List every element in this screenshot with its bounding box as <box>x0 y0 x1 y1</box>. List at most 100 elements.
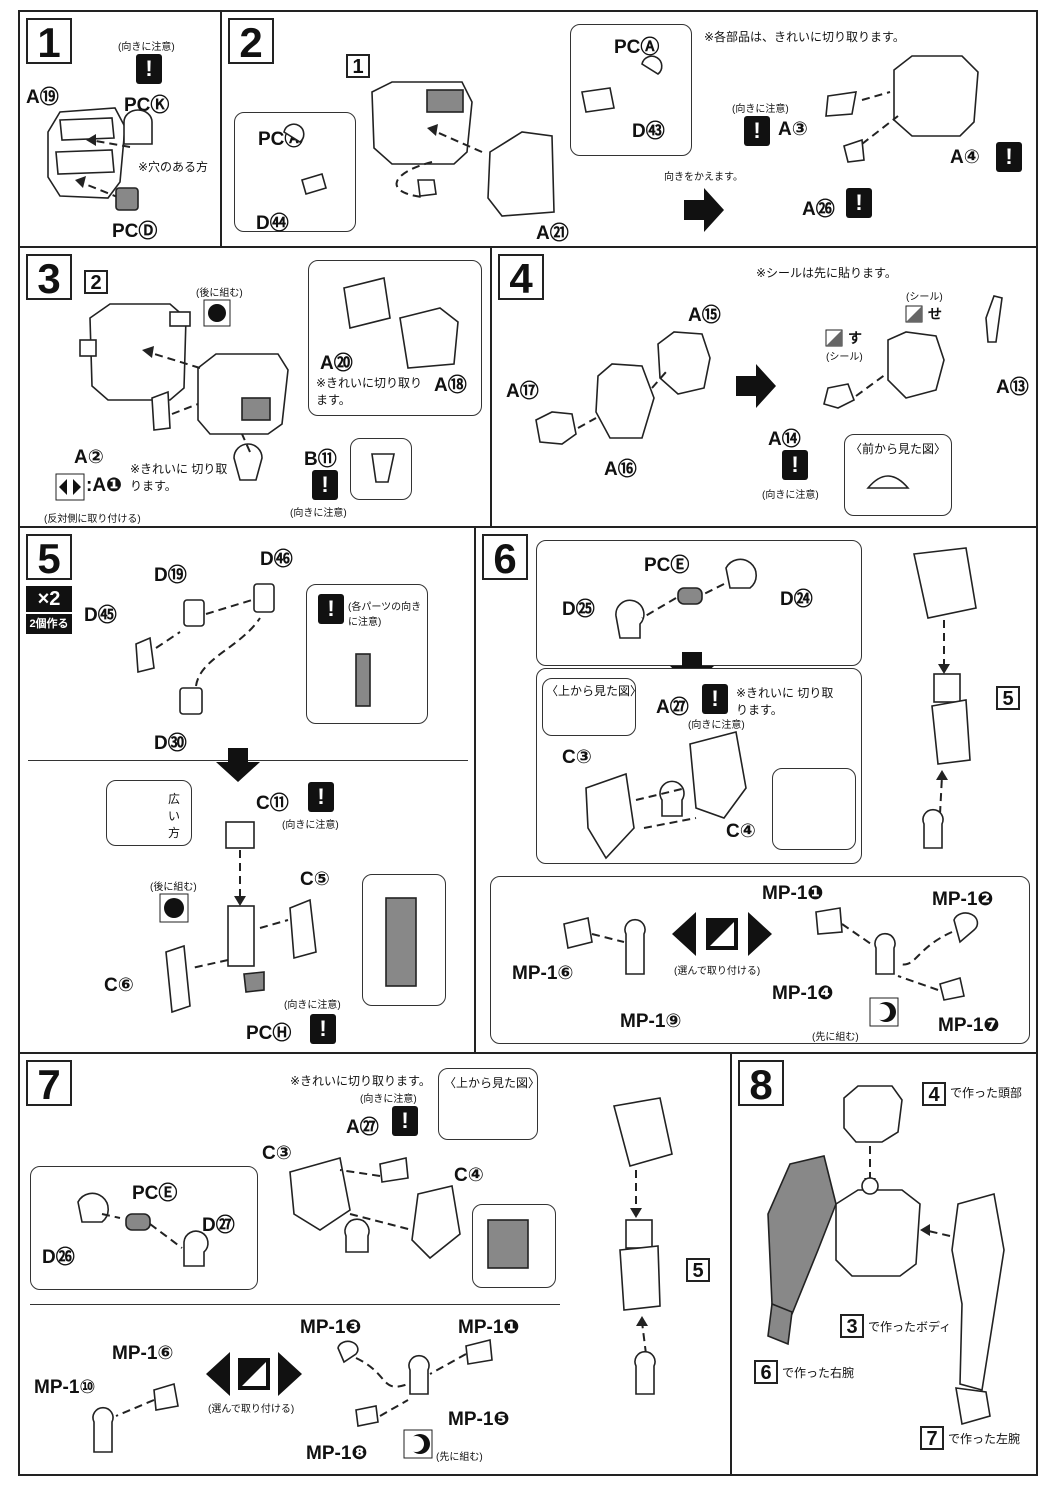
caution-note: (向きに注意) <box>360 1094 417 1105</box>
part-label: A④ <box>950 147 980 168</box>
part-label: D㉕ <box>562 599 595 620</box>
part-label: A⑭ <box>768 429 801 450</box>
step-3-diagram <box>79 277 459 483</box>
step-number: 5 <box>26 534 72 582</box>
warning-icon: ! <box>782 450 808 480</box>
choose-note: (選んで取り付ける) <box>674 966 761 977</box>
part-label: A③ <box>778 119 808 140</box>
wide-side-bubble <box>106 780 192 846</box>
part-label: A⑯ <box>604 459 637 480</box>
head-note: で作った頭部 <box>950 1086 1023 1100</box>
step-8-panel: 8 4 で作った頭部 3 で作ったボディ 6 で作った右腕 7 で作った左腕 <box>730 1052 1038 1476</box>
turn-note: 向きをかえます。 <box>664 172 743 183</box>
turn-arrow-icon <box>684 188 724 232</box>
assemble-first-icon <box>869 997 899 1027</box>
caution-note: (向きに注意) <box>762 490 819 501</box>
warning-icon: ! <box>702 684 728 714</box>
part-label: C④ <box>454 1165 484 1186</box>
assemble-first-icon <box>403 1429 433 1459</box>
hole-side-note: ※穴のある方 <box>138 160 209 174</box>
part-label: C④ <box>726 821 756 842</box>
part-label: A㉑ <box>536 223 569 244</box>
step-number: 8 <box>738 1060 784 1108</box>
ref-step-box: 6 <box>754 1360 778 1384</box>
step-4-panel: 4 ※シールは先に貼ります。 A⑮ A⑰ A⑯ (シール) せ す (シール) … <box>490 246 1038 528</box>
body-note: で作ったボディ <box>868 1320 952 1334</box>
step-5-diagram <box>135 583 417 1014</box>
part-label: C③ <box>262 1143 292 1164</box>
wide-side-note: 広い方 <box>168 792 181 840</box>
top-view-note: 〈上から見た図〉 <box>546 684 643 698</box>
part-label: A⑮ <box>688 305 721 326</box>
step-number: 3 <box>26 254 72 302</box>
step-1-panel: 1 (向きに注意) ! A⑲ PCⓀ ※穴のある方 PCⒹ <box>18 10 222 248</box>
choose-icon <box>672 912 772 956</box>
part-label: C③ <box>562 747 592 768</box>
each-part-note: (各パーツの向きに注意) <box>348 602 422 628</box>
part-label: C⑤ <box>300 869 330 890</box>
part-label: MP-1❽ <box>306 1443 368 1464</box>
part-label: MP-1❷ <box>932 889 994 910</box>
choose-icon <box>206 1352 302 1396</box>
warning-icon: ! <box>308 782 334 812</box>
later-note: (後に組む) <box>196 288 243 299</box>
part-label: A② <box>74 447 104 468</box>
ref-step-box: 3 <box>840 1314 864 1338</box>
down-arrow-icon <box>216 748 260 782</box>
sticker-label: す <box>848 330 862 346</box>
part-label: MP-1❼ <box>938 1015 1000 1036</box>
warning-icon: ! <box>744 116 770 146</box>
part-label: MP-1❸ <box>300 1317 362 1338</box>
step-2-panel: 2 1 PCⒶ D㊹ PCⒶ D㊸ A㉑ ※各部品は、きれいに切り取ります。 向… <box>220 10 1038 248</box>
sticker-note: (シール) <box>906 292 943 303</box>
opposite-side-icon <box>55 473 85 501</box>
part-label: D㊸ <box>632 121 665 142</box>
warning-icon: ! <box>392 1106 418 1136</box>
part-label: C⑪ <box>256 793 289 814</box>
step-number: 1 <box>26 18 72 66</box>
caution-note: (向きに注意) <box>732 104 789 115</box>
part-label: D㉖ <box>42 1247 75 1268</box>
warning-icon: ! <box>846 188 872 218</box>
ref-step-box: 2 <box>84 270 108 294</box>
step-7-diagram <box>77 1097 673 1453</box>
part-label: D㊺ <box>84 605 117 626</box>
part-label: D⑲ <box>154 565 187 586</box>
right-arm-note: で作った右腕 <box>782 1366 855 1380</box>
part-label: A⑰ <box>506 381 539 402</box>
choose-note: (選んで取り付ける) <box>208 1404 295 1415</box>
later-note: (後に組む) <box>150 882 197 893</box>
ref-step-box: 7 <box>920 1426 944 1450</box>
warning-icon: ! <box>310 1014 336 1044</box>
part-label: MP-1⑥ <box>512 963 574 984</box>
detail-bubble-right <box>570 24 692 156</box>
caution-note: (向きに注意) <box>282 820 339 831</box>
warning-icon: ! <box>996 142 1022 172</box>
part-label: MP-1❶ <box>762 883 824 904</box>
part-label: A㉖ <box>802 199 835 220</box>
part-label: MP-1⑨ <box>620 1011 682 1032</box>
opposite-note: (反対側に取り付ける) <box>44 514 141 525</box>
left-arm-note: で作った左腕 <box>948 1432 1021 1446</box>
part-label: MP-1❶ <box>458 1317 520 1338</box>
part-label: :A❶ <box>86 475 123 496</box>
part-label: D㉗ <box>202 1215 235 1236</box>
detail-bubble-small <box>772 768 856 850</box>
multiplier-badge: ×2 <box>26 586 72 612</box>
front-view-note: 〈前から見た図〉 <box>850 442 947 456</box>
step-number: 2 <box>228 18 274 66</box>
part-label: B⑪ <box>304 449 337 470</box>
part-label: D㊹ <box>256 213 289 234</box>
sticker-icon <box>825 329 843 347</box>
ref-step-box: 4 <box>922 1082 946 1106</box>
caution-note: (向きに注意) <box>688 720 745 731</box>
assemble-later-icon <box>203 299 231 327</box>
multiplier-note: 2個作る <box>26 614 72 634</box>
part-label: A㉗ <box>346 1117 379 1138</box>
step-6-panel: 6 PCⒺ D㉕ D㉔ 〈上から見た図〉 A㉗ ! (向きに注意) ※きれいに … <box>474 526 1038 1054</box>
sticker-first-note: ※シールは先に貼ります。 <box>756 266 897 280</box>
part-label: C⑥ <box>104 975 134 996</box>
step-7-panel: 7 ※きれいに切り取ります。 (向きに注意) 〈上から見た図〉 A㉗ ! C③ … <box>18 1052 732 1476</box>
part-label: D㉚ <box>154 733 187 754</box>
clean-cut-note: ※各部品は、きれいに切り取ります。 <box>704 30 905 44</box>
